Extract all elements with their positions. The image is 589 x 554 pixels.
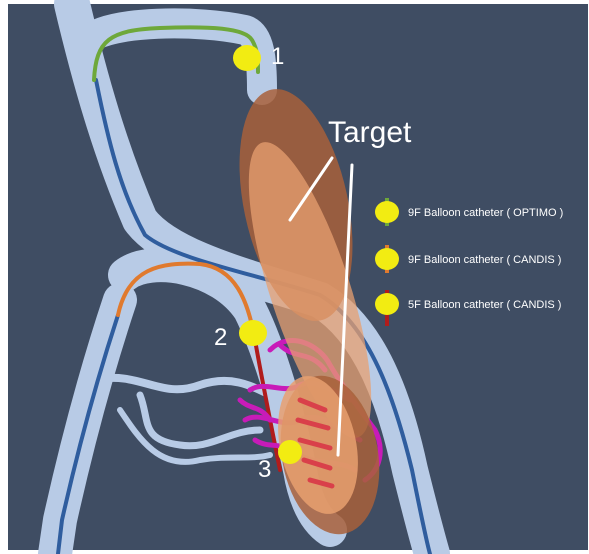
legend-label: 9F Balloon catheter ( CANDIS ) [408,254,561,266]
balloon-icon [278,440,302,464]
target-label: Target [328,116,412,149]
balloon-icon [375,248,399,270]
balloon-icon [233,45,261,71]
balloon-label-2: 2 [214,324,227,351]
balloon-label-1: 1 [271,43,284,70]
legend-label: 5F Balloon catheter ( CANDIS ) [408,299,561,311]
balloon-icon [375,293,399,315]
balloon-label-3: 3 [258,456,271,483]
legend-label: 9F Balloon catheter ( OPTIMO ) [408,207,563,219]
balloon-icon [375,201,399,223]
balloon-icon [239,320,267,346]
